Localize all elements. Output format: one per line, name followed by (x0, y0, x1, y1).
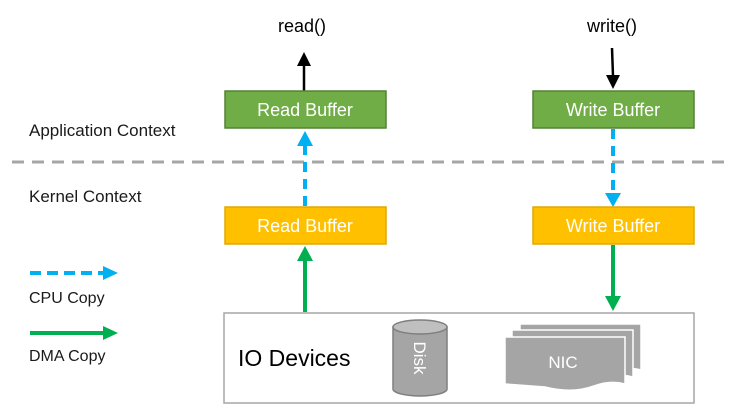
kernel-read-buffer: Read Buffer (224, 206, 387, 245)
disk-icon: Disk (392, 319, 448, 397)
write-call-arrow (606, 47, 620, 89)
write-call-label: write() (586, 16, 637, 36)
app-read-buffer-label: Read Buffer (257, 100, 353, 120)
cpu-copy-arrow-write (605, 129, 621, 207)
app-read-buffer: Read Buffer (224, 90, 387, 129)
legend-dma-copy: DMA Copy (29, 326, 118, 365)
kernel-write-buffer-label: Write Buffer (566, 216, 660, 236)
dma-copy-arrow-write (605, 245, 621, 311)
read-return-arrow (297, 52, 311, 91)
legend-dma-copy-label: DMA Copy (29, 348, 105, 365)
io-devices-label: IO Devices (238, 345, 350, 371)
dma-copy-arrow-read (297, 246, 313, 312)
application-context-label: Application Context (29, 121, 176, 140)
read-call-label: read() (278, 16, 326, 36)
kernel-write-buffer: Write Buffer (532, 206, 695, 245)
legend-cpu-copy: CPU Copy (29, 266, 118, 307)
app-write-buffer-label: Write Buffer (566, 100, 660, 120)
app-write-buffer: Write Buffer (532, 90, 695, 129)
cpu-copy-arrow-read (297, 131, 313, 206)
disk-label: Disk (410, 341, 429, 375)
nic-icon: NIC (504, 323, 642, 391)
kernel-read-buffer-label: Read Buffer (257, 216, 353, 236)
nic-label: NIC (548, 353, 577, 372)
legend-cpu-copy-label: CPU Copy (29, 290, 105, 307)
kernel-context-label: Kernel Context (29, 187, 142, 206)
